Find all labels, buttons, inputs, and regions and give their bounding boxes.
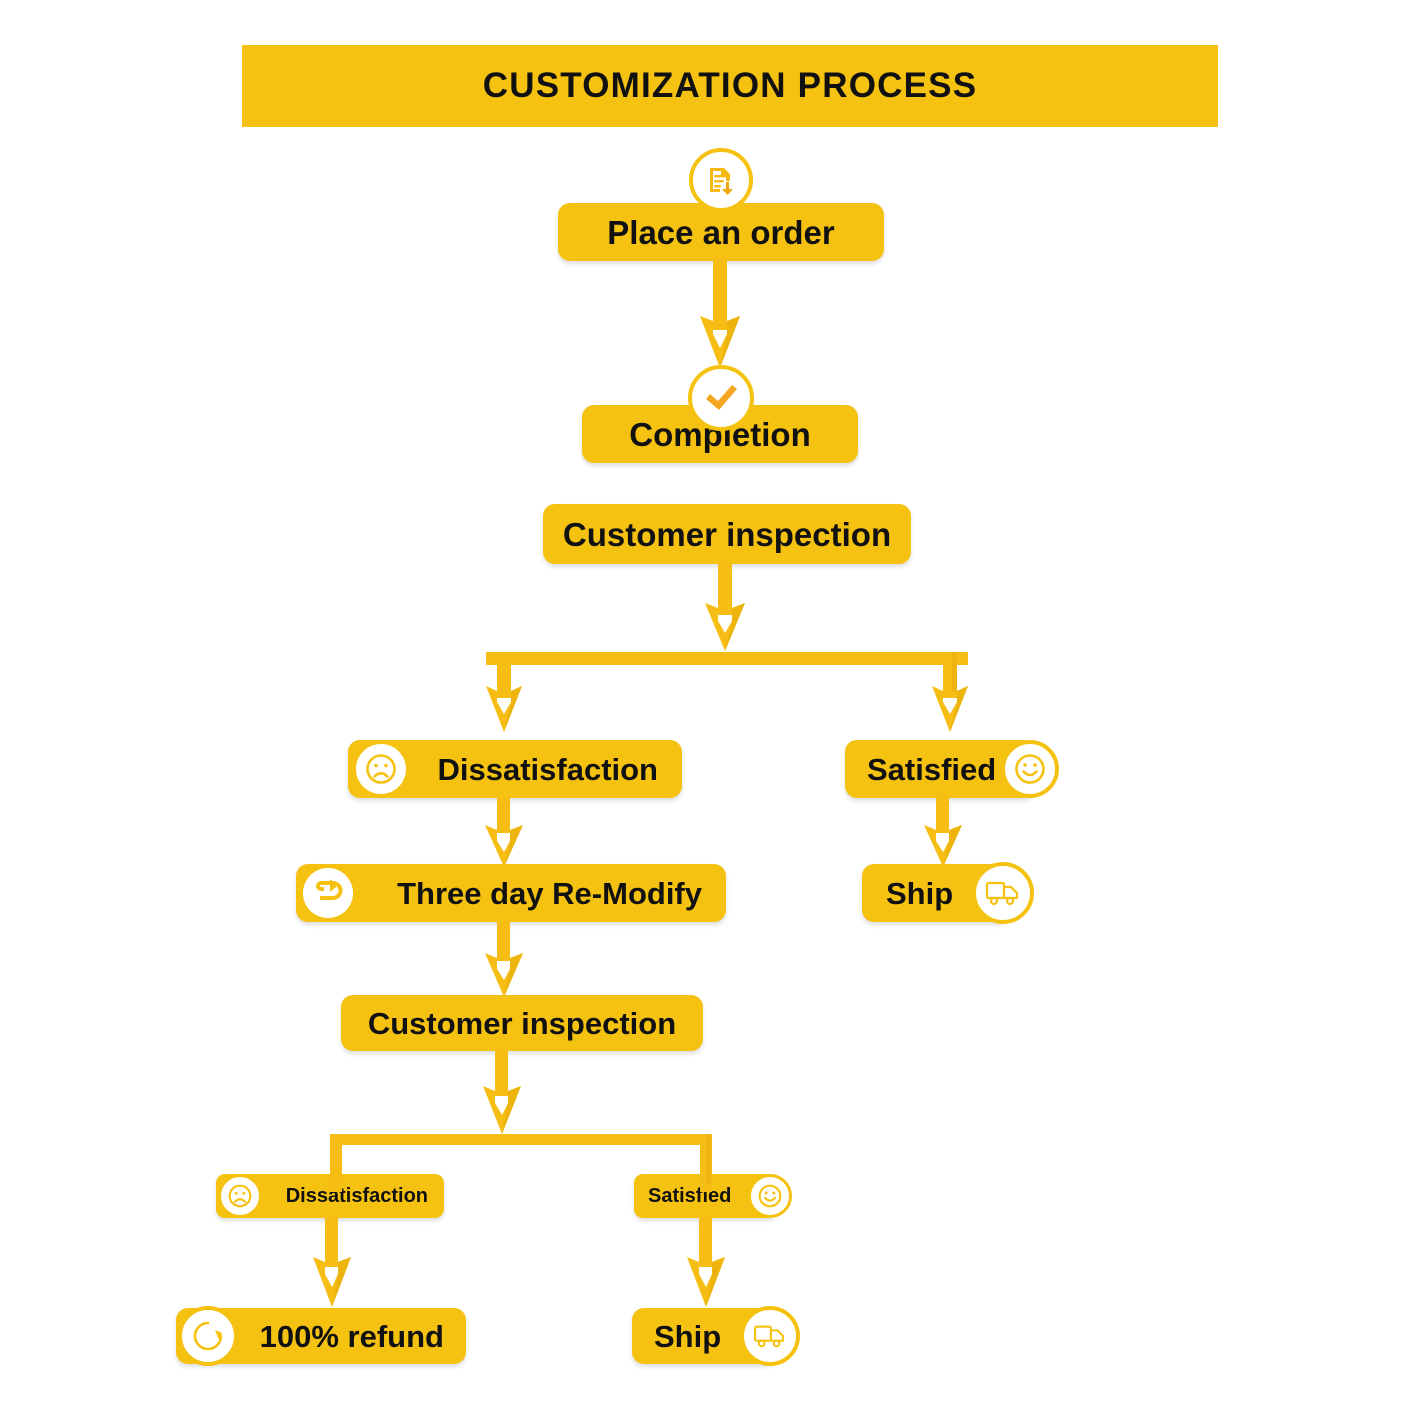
happy-face-icon xyxy=(748,1174,792,1218)
node-dissatisfaction-2-label: Dissatisfaction xyxy=(285,1185,428,1207)
arrow-dissatisfaction-1-to-remodify xyxy=(482,797,526,873)
node-satisfied-1[interactable]: Satisfied xyxy=(845,740,1035,798)
node-three-day-remodify[interactable]: Three day Re-Modify xyxy=(296,864,726,922)
sad-face-icon xyxy=(218,1174,262,1218)
arrow-dissatisfaction-2-to-refund xyxy=(310,1217,354,1313)
redo-arrow-icon xyxy=(299,864,357,922)
node-three-day-remodify-label: Three day Re-Modify xyxy=(397,875,702,911)
page-header-banner: CUSTOMIZATION PROCESS xyxy=(242,45,1218,127)
node-place-order-label: Place an order xyxy=(607,213,835,251)
node-customer-inspection-1[interactable]: Customer inspection xyxy=(543,504,911,564)
arrow-satisfied-2-to-ship-2 xyxy=(684,1217,728,1313)
node-customer-inspection-2[interactable]: Customer inspection xyxy=(341,995,703,1051)
node-ship-1-label: Ship xyxy=(886,875,954,911)
node-satisfied-1-label: Satisfied xyxy=(867,751,997,787)
arrow-customer-inspection-1-to-branch xyxy=(701,563,749,659)
node-ship-2-label: Ship xyxy=(654,1318,722,1354)
sad-face-icon xyxy=(352,740,410,798)
arrow-remodify-to-customer-inspection-2 xyxy=(482,921,526,1003)
happy-face-icon xyxy=(1001,740,1059,798)
node-customer-inspection-1-label: Customer inspection xyxy=(562,515,892,553)
truck-icon xyxy=(972,862,1034,924)
branch-connector-1 xyxy=(486,652,968,740)
node-dissatisfaction-1-label: Dissatisfaction xyxy=(437,751,658,787)
arrow-satisfied-1-to-ship-1 xyxy=(921,797,965,873)
page-title: CUSTOMIZATION PROCESS xyxy=(482,66,978,105)
arrow-place-order-to-completion xyxy=(696,258,744,378)
branch-connector-2 xyxy=(330,1134,712,1194)
refund-circle-icon xyxy=(178,1306,238,1366)
node-customer-inspection-2-label: Customer inspection xyxy=(367,1005,677,1041)
node-dissatisfaction-1[interactable]: Dissatisfaction xyxy=(348,740,682,798)
arrow-customer-inspection-2-to-branch xyxy=(480,1050,524,1140)
document-download-icon xyxy=(689,148,753,212)
truck-icon xyxy=(740,1306,800,1366)
node-place-order[interactable]: Place an order xyxy=(558,203,884,261)
check-mark-icon xyxy=(688,365,754,431)
node-refund-label: 100% refund xyxy=(259,1318,444,1354)
